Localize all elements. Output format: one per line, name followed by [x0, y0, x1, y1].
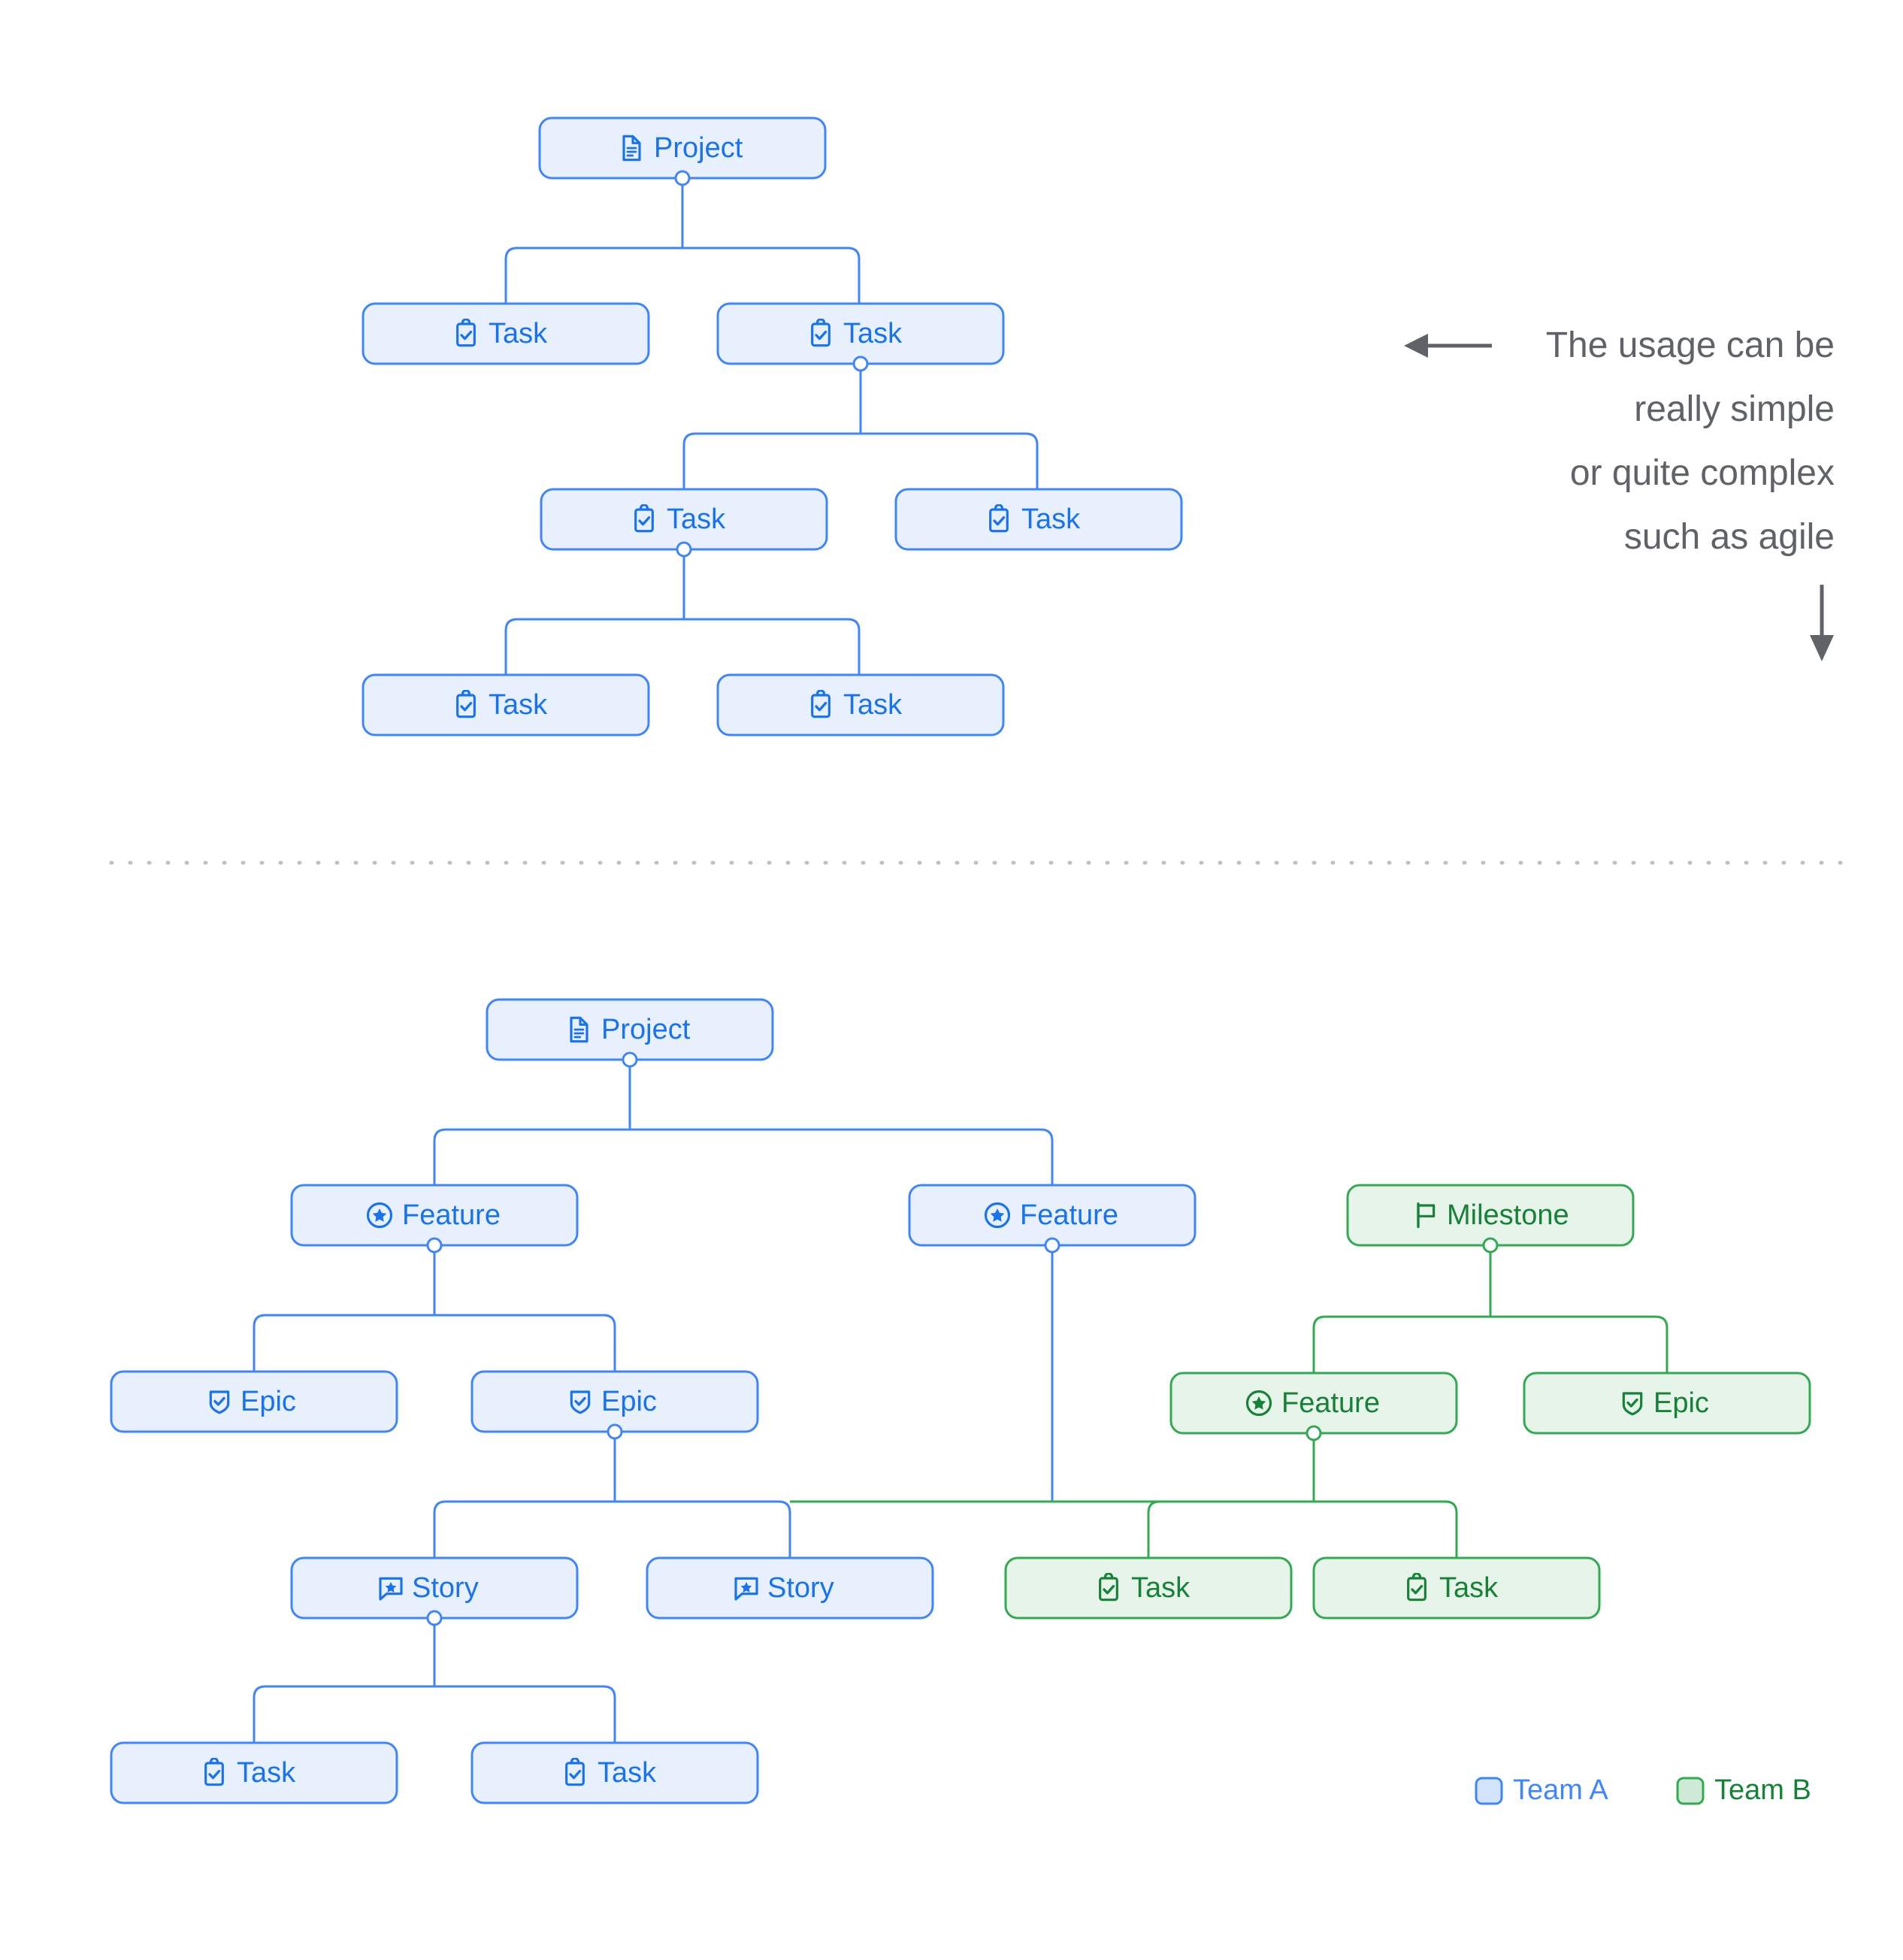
- arrow-left-icon: [1404, 334, 1492, 358]
- node-epic-1[interactable]: Epic: [110, 1370, 398, 1433]
- team-legend: Team A Team B: [1475, 1774, 1811, 1806]
- node-label: Epic: [1653, 1387, 1709, 1419]
- agile-diagram-edges-blue: [253, 1067, 1054, 1743]
- connector-dot: [622, 1051, 638, 1068]
- node-label: Task: [1021, 504, 1081, 535]
- node-task-3[interactable]: Task: [540, 488, 828, 558]
- node-label: Feature: [1281, 1387, 1380, 1419]
- node-label: Project: [601, 1014, 691, 1045]
- legend-item-team-a[interactable]: Team A: [1475, 1774, 1608, 1806]
- node-story-2[interactable]: Story: [646, 1556, 934, 1620]
- node-task-blue-2[interactable]: Task: [470, 1741, 759, 1804]
- annotation-line-3: or quite complex: [1570, 453, 1835, 493]
- node-label: Epic: [601, 1386, 657, 1417]
- arrow-down-icon: [1810, 585, 1834, 661]
- node-label: Story: [412, 1572, 479, 1604]
- legend-label: Team B: [1714, 1774, 1811, 1806]
- annotation-line-1: The usage can be: [1546, 325, 1835, 365]
- connector-dot: [607, 1423, 623, 1440]
- node-feature-2[interactable]: Feature: [908, 1184, 1197, 1254]
- node-task-4[interactable]: Task: [894, 488, 1183, 551]
- node-epic-2[interactable]: Epic: [470, 1370, 759, 1440]
- node-label: Task: [843, 318, 903, 349]
- node-label: Feature: [1020, 1199, 1118, 1231]
- node-task-6[interactable]: Task: [716, 673, 1005, 737]
- annotation-line-4: such as agile: [1624, 517, 1835, 557]
- node-feature-green[interactable]: Feature: [1169, 1372, 1458, 1441]
- connector-dot: [852, 355, 869, 372]
- connector-dot: [1305, 1425, 1322, 1441]
- agile-diagram-nodes: Project Feature Feature Milestone: [110, 998, 1811, 1804]
- connector-dot: [676, 541, 692, 558]
- node-label: Milestone: [1447, 1199, 1569, 1231]
- node-task-green-1[interactable]: Task: [1004, 1556, 1293, 1620]
- connector-dot: [426, 1610, 443, 1626]
- connector-dot: [1482, 1237, 1499, 1254]
- node-feature-1[interactable]: Feature: [290, 1184, 579, 1254]
- legend-item-team-b[interactable]: Team B: [1676, 1774, 1811, 1806]
- connector-dot: [1044, 1237, 1060, 1254]
- node-project-agile[interactable]: Project: [486, 998, 774, 1068]
- node-task-5[interactable]: Task: [362, 673, 650, 737]
- annotation-line-2: really simple: [1634, 389, 1835, 429]
- node-label: Epic: [241, 1386, 296, 1417]
- node-label: Task: [843, 689, 903, 721]
- node-label: Project: [654, 132, 743, 164]
- simple-diagram-nodes: Project Task Task Task: [362, 116, 1183, 737]
- node-task-1[interactable]: Task: [362, 302, 650, 365]
- node-label: Task: [237, 1757, 296, 1789]
- node-label: Task: [489, 318, 548, 349]
- node-label: Task: [667, 504, 726, 535]
- node-label: Task: [598, 1757, 657, 1789]
- connector-dot: [426, 1237, 443, 1254]
- simple-diagram-edges: [504, 186, 1039, 675]
- legend-swatch-green: [1676, 1777, 1705, 1805]
- node-task-2[interactable]: Task: [716, 302, 1005, 372]
- node-label: Story: [767, 1572, 834, 1604]
- legend-label: Team A: [1513, 1774, 1608, 1806]
- usage-annotation: The usage can be really simple or quite …: [1404, 325, 1835, 661]
- node-label: Task: [1439, 1572, 1499, 1604]
- node-epic-green[interactable]: Epic: [1523, 1372, 1811, 1435]
- node-label: Feature: [402, 1199, 501, 1231]
- node-label: Task: [489, 689, 548, 721]
- node-task-blue-1[interactable]: Task: [110, 1741, 398, 1804]
- node-story-1[interactable]: Story: [290, 1556, 579, 1626]
- node-milestone[interactable]: Milestone: [1346, 1184, 1635, 1254]
- connector-dot: [674, 170, 691, 186]
- legend-swatch-blue: [1475, 1777, 1503, 1805]
- node-label: Task: [1131, 1572, 1191, 1604]
- node-project[interactable]: Project: [538, 116, 827, 186]
- node-task-green-2[interactable]: Task: [1312, 1556, 1601, 1620]
- agile-diagram-edges-green: [790, 1245, 1669, 1558]
